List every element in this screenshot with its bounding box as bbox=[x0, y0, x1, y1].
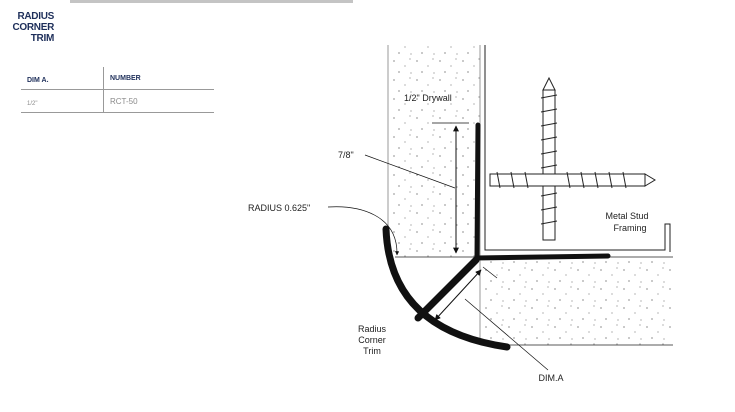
metal-stud bbox=[484, 45, 671, 252]
cell-number: RCT-50 bbox=[110, 96, 138, 106]
product-title: RADIUS CORNER TRIM bbox=[8, 11, 54, 44]
stud-label-line1: Metal Stud bbox=[605, 211, 648, 221]
title-line: TRIM bbox=[30, 33, 55, 44]
spec-table: DIM A. NUMBER 1/2" RCT-50 bbox=[21, 67, 214, 113]
header-rule bbox=[70, 0, 353, 3]
title-line: RADIUS bbox=[17, 11, 54, 22]
depth-label: 7/8" bbox=[338, 150, 354, 160]
horizontal-drywall bbox=[480, 257, 673, 345]
dim-a-arrow bbox=[434, 269, 482, 321]
dim-a-label: DIM.A bbox=[538, 373, 563, 383]
trim-label-line3: Trim bbox=[363, 346, 381, 356]
trim-label-line1: Radius bbox=[358, 324, 387, 334]
cell-dim-a: 1/2" bbox=[27, 101, 38, 107]
drywall-label: 1/2" Drywall bbox=[404, 93, 452, 103]
radius-label: RADIUS 0.625" bbox=[248, 203, 310, 213]
header-number: NUMBER bbox=[110, 74, 141, 82]
header-dim-a: DIM A. bbox=[27, 77, 49, 84]
screw-icon bbox=[489, 76, 656, 241]
table-header: DIM A. NUMBER bbox=[21, 67, 214, 90]
title-line: CORNER bbox=[12, 22, 54, 33]
vertical-drywall bbox=[389, 45, 480, 257]
table-row: 1/2" RCT-50 bbox=[21, 90, 214, 113]
stud-label-line2: Framing bbox=[613, 223, 646, 233]
trim-label-line2: Corner bbox=[358, 335, 386, 345]
radius-leader bbox=[327, 206, 400, 256]
